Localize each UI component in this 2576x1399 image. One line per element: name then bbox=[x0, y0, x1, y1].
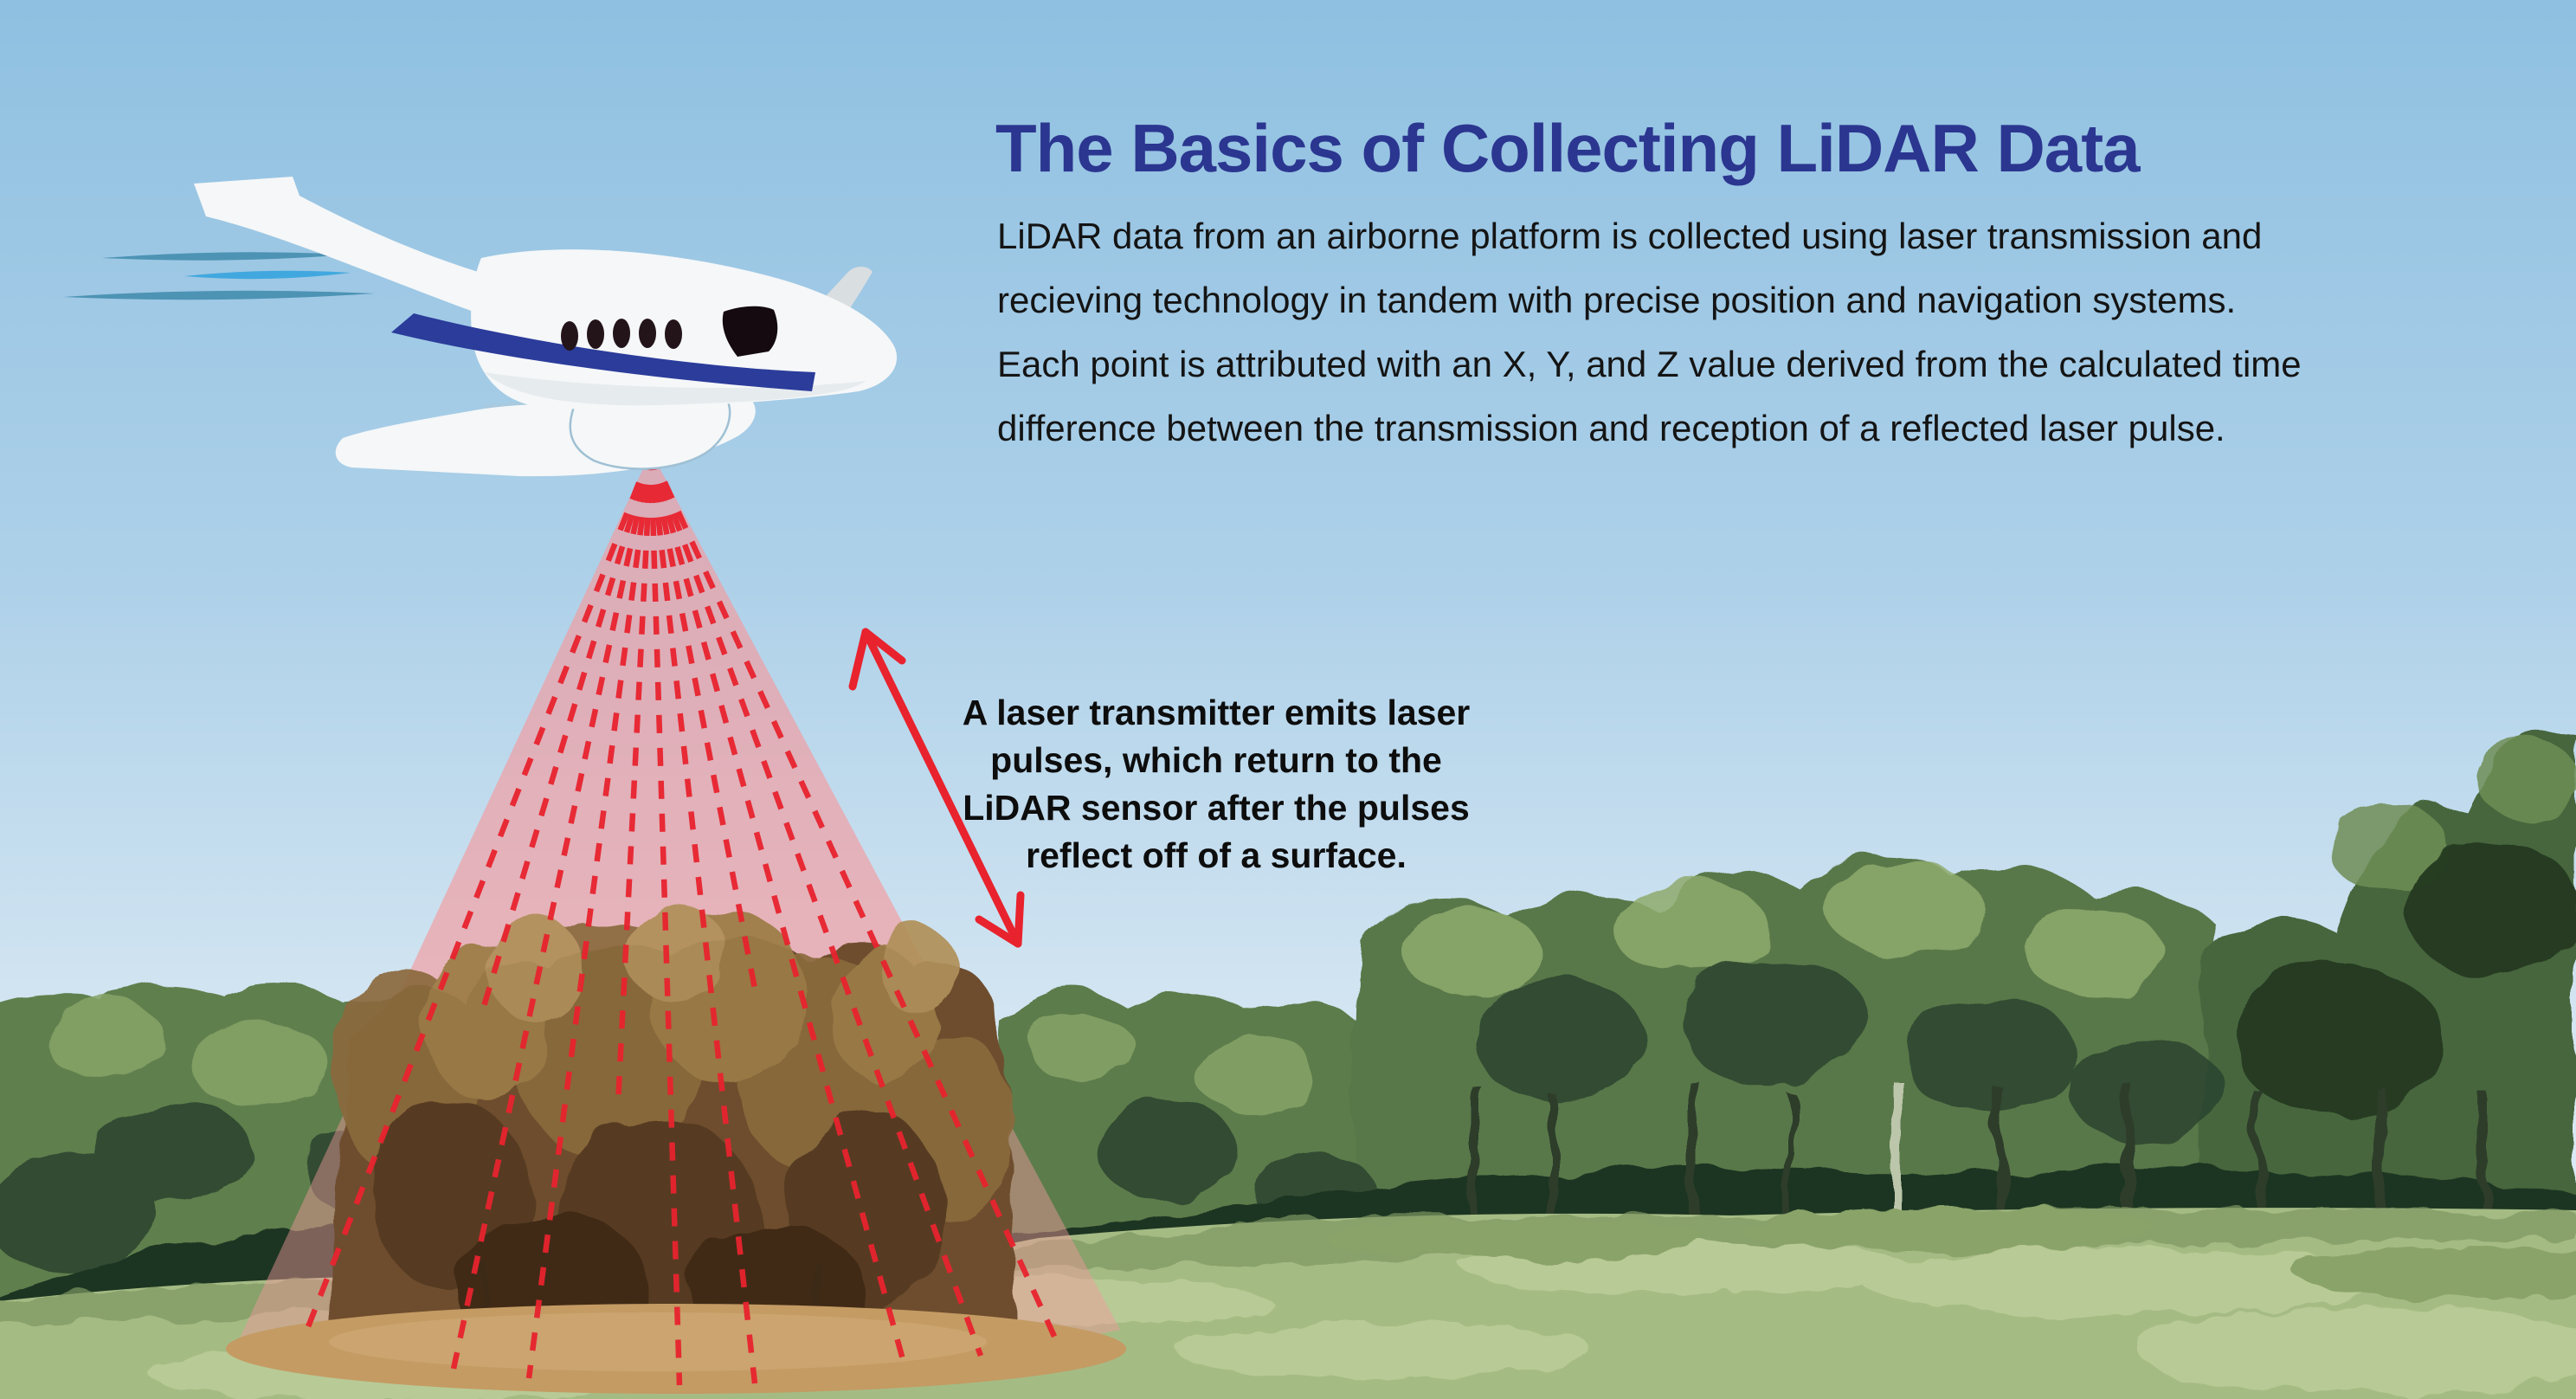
airplane-illustration bbox=[63, 177, 898, 477]
laser-pulse-lines bbox=[299, 450, 1059, 1386]
scanned-trees-brown bbox=[331, 905, 1014, 1368]
cabin-windows bbox=[561, 319, 682, 351]
speed-lines-icon bbox=[63, 252, 375, 300]
fuselage-stripe bbox=[391, 313, 815, 391]
pulse-direction-arrow bbox=[848, 628, 1025, 948]
tree-trunks bbox=[1470, 1080, 2488, 1235]
cockpit-window bbox=[722, 306, 778, 357]
